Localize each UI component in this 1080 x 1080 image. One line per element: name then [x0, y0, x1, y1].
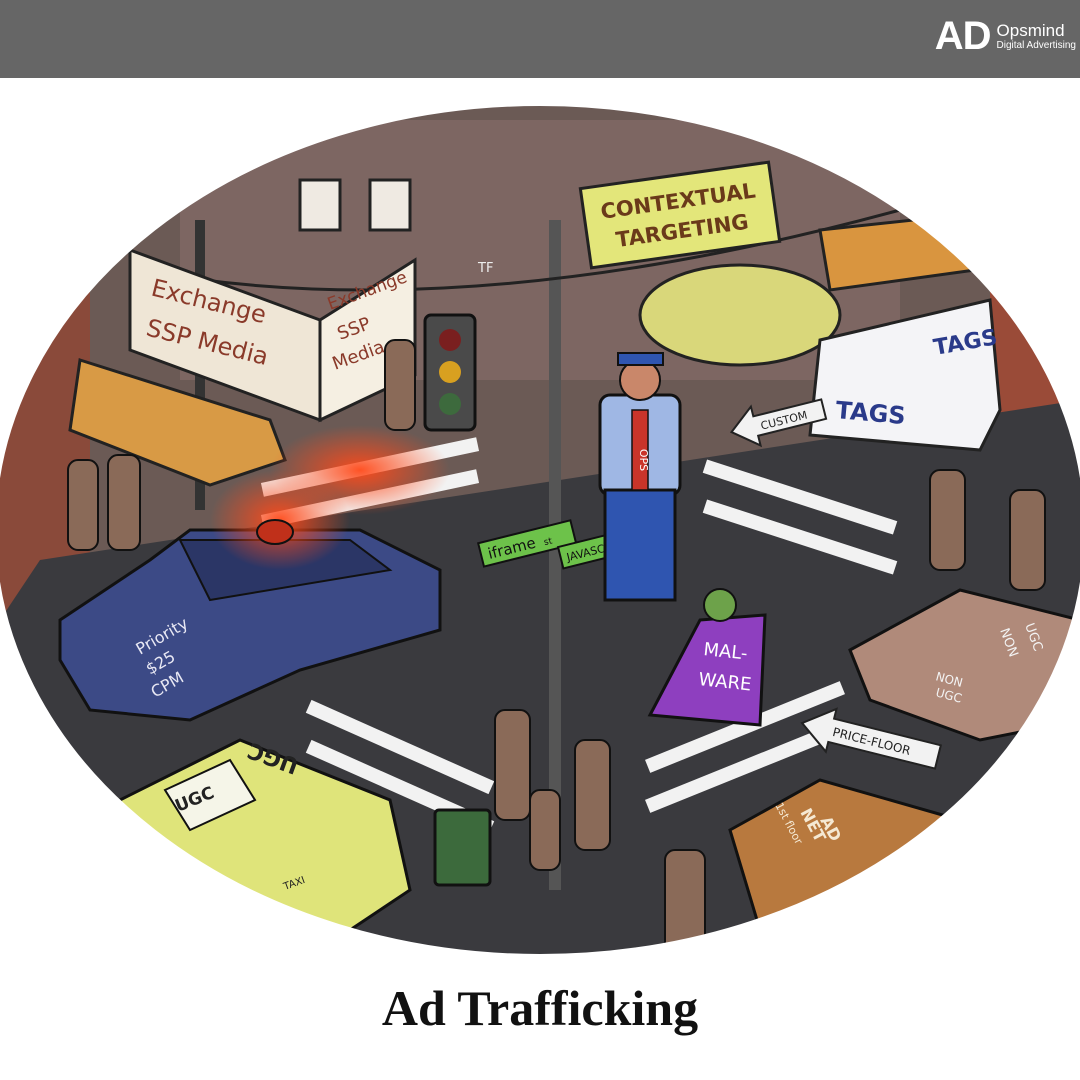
header-bar: AD Opsmind Digital Advertising: [0, 0, 1080, 78]
malware-line1: MAL-: [702, 639, 748, 664]
police-car: Priority $25 CPM: [58, 425, 450, 722]
traffic-cop: OPS: [598, 352, 682, 602]
brand-tagline: Digital Advertising: [996, 39, 1076, 51]
malware-character: MAL- WARE: [647, 588, 767, 727]
pedestrians: [67, 339, 1046, 955]
contextual-targeting-sign: CONTEXTUAL TARGETING: [578, 160, 782, 270]
logo-text: Opsmind Digital Advertising: [997, 21, 1076, 52]
caption-title: Ad Trafficking: [381, 980, 699, 1036]
cartoon-illustration: CONTEXTUAL TARGETING TF Exchange SSP Med…: [0, 104, 1080, 956]
sign-iframe-suffix: st: [543, 536, 554, 548]
cop-badge: OPS: [637, 449, 650, 471]
non-ugc-van: NON UGC NON UGC: [848, 588, 1080, 742]
yellow-beetle: [638, 263, 842, 367]
opsmind-logo[interactable]: AD Opsmind Digital Advertising: [935, 14, 1076, 58]
orange-jeep: [68, 358, 287, 487]
tags-side: TAGS: [834, 396, 906, 430]
siren-light: [256, 519, 294, 545]
custom-arrow: CUSTOM: [729, 398, 828, 448]
van-back-non: NON: [934, 669, 964, 690]
artist-mark: TF: [477, 261, 493, 276]
trash-can: [433, 808, 492, 887]
van-back-ugc: UGC: [934, 685, 963, 705]
brand-name: Opsmind: [996, 20, 1065, 40]
logo-mark: AD: [934, 14, 992, 58]
